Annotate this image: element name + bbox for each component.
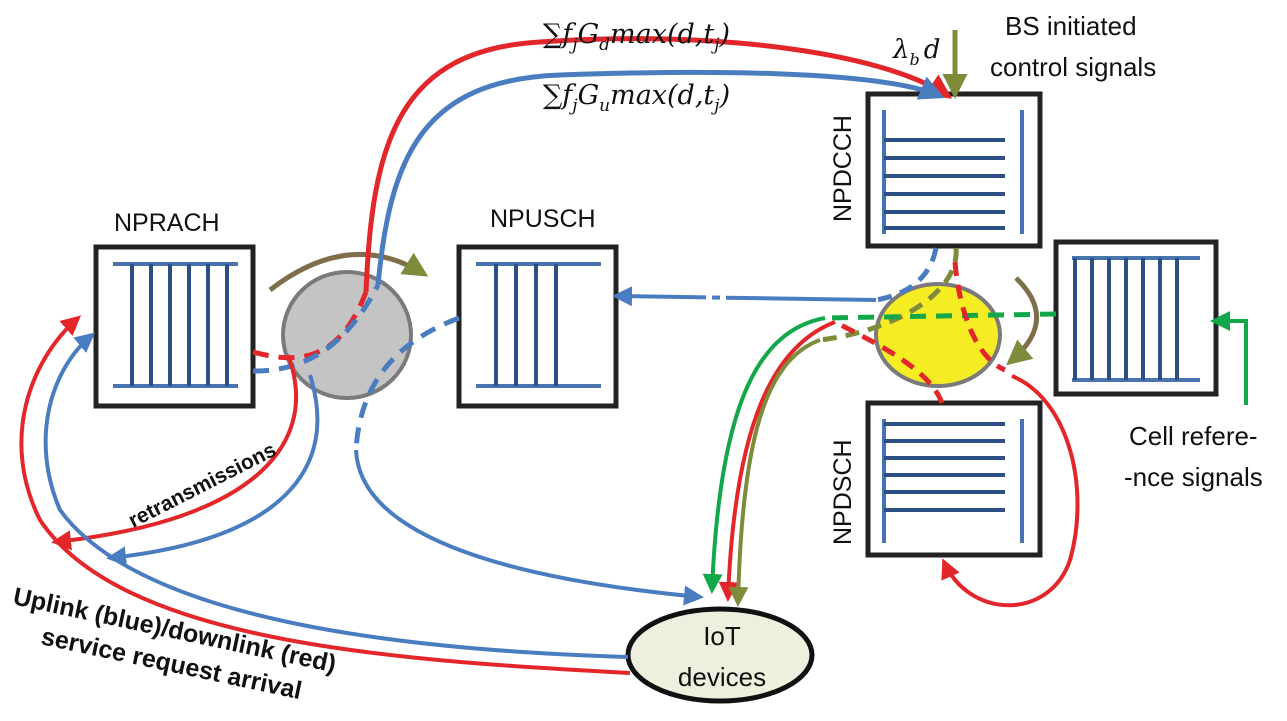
reference-signal-queue: [1053, 239, 1219, 397]
hub-to-npusch-arrow: [612, 286, 877, 307]
bs-initiated-label-line2: control signals: [990, 52, 1156, 82]
cell-ref-label-line2: -nce signals: [1124, 462, 1263, 492]
red-to-iot-arrow: [718, 320, 836, 602]
svg-text:∑fjGdmax(d,tj): ∑fjGdmax(d,tj): [543, 19, 730, 55]
npdcch-label: NPDCCH: [829, 115, 857, 222]
svg-text:λbd: λbd: [892, 35, 940, 69]
npusch-queue: [456, 244, 619, 409]
nprach-queue: [93, 244, 256, 409]
uplink-hub-rotation-arrow: [268, 251, 429, 292]
uplink-formula: ∑fjGumax(d,tj): [543, 80, 730, 116]
uplink-scheduler-hub: [281, 270, 413, 400]
downlink-paging-arc: [363, 36, 953, 293]
npdsch-red-dashed: [833, 319, 945, 404]
iot-label-line1: IoT: [703, 621, 741, 651]
uplink-arrival-arc: [43, 332, 629, 659]
green-to-iot-arrow: [702, 316, 826, 594]
downlink-hub-rotation-arrow: [1006, 276, 1040, 366]
npusch-blue-dashed: [353, 315, 460, 451]
npdcch-olive-dashed: [819, 247, 959, 343]
npusch-label: NPUSCH: [490, 205, 596, 233]
olive-to-iot-arrow: [728, 338, 821, 607]
nprach-label: NPRACH: [114, 209, 220, 237]
bs-initiated-label-line1: BS initiated: [1005, 11, 1137, 41]
npusch-to-iot-arrow: [354, 449, 704, 606]
cell-ref-label-line1: Cell refere-: [1129, 421, 1258, 451]
cell-reference-arrow: [1210, 311, 1248, 405]
npdsch-queue: [865, 400, 1043, 558]
npdsch-label: NPDSCH: [829, 439, 857, 545]
npdcch-red-dashed: [952, 261, 1007, 373]
svg-text:∑fjGumax(d,tj): ∑fjGumax(d,tj): [543, 80, 730, 116]
nprach-red-dashed: [252, 291, 369, 361]
uplink-paging-arc: [375, 69, 945, 286]
retransmission-red-arrow: [51, 354, 299, 551]
npdcch-queue: [865, 91, 1043, 249]
downlink-arrival-arc: [19, 315, 631, 675]
iot-label-line2: devices: [678, 662, 766, 692]
downlink-scheduler-hub: [874, 282, 1002, 388]
npdcch-blue-dashed: [875, 247, 939, 303]
reference-green-dashed: [824, 311, 1057, 321]
npdsch-loop-arrow: [941, 374, 1080, 608]
downlink-formula: ∑fjGdmax(d,tj): [543, 19, 730, 55]
nprach-blue-dashed: [252, 283, 381, 374]
retransmission-blue-arrow: [106, 374, 320, 567]
